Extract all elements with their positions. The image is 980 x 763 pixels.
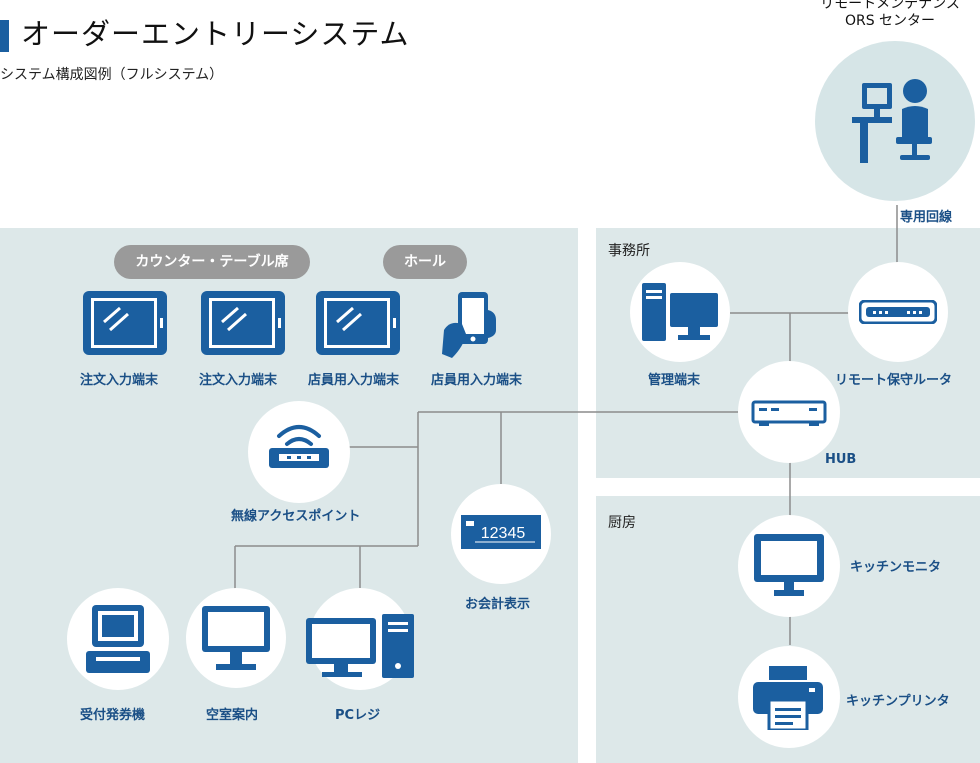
management-pc-icon bbox=[642, 283, 718, 341]
ticket-machine-icon bbox=[86, 605, 150, 673]
staff-terminal-2-label: 店員用入力端末 bbox=[431, 373, 523, 388]
bill-display-number: 12345 bbox=[481, 525, 526, 542]
ors-label-line2: ORS センター bbox=[844, 13, 936, 29]
operator-desk-icon bbox=[852, 79, 932, 163]
title-accent-bar bbox=[0, 20, 9, 52]
hub-label: HUB bbox=[825, 452, 857, 467]
remote-router-label: リモート保守ルータ bbox=[835, 373, 953, 388]
dedicated-line-label: 専用回線 bbox=[900, 210, 953, 225]
order-terminal-1-label: 注文入力端末 bbox=[80, 373, 159, 388]
bill-display-icon: 12345 bbox=[461, 515, 541, 549]
kitchen-printer-label: キッチンプリンタ bbox=[846, 694, 950, 709]
tablet-icon bbox=[83, 291, 167, 355]
handheld-device-icon bbox=[442, 292, 496, 358]
vacancy-guide-label: 空室案内 bbox=[206, 708, 259, 723]
hall-pill: ホール bbox=[383, 245, 467, 279]
ors-center-circle bbox=[815, 41, 975, 201]
order-terminal-2-label: 注文入力端末 bbox=[199, 373, 278, 388]
kitchen-monitor-icon bbox=[754, 534, 824, 596]
page-title: オーダーエントリーシステム bbox=[21, 17, 410, 51]
monitor-icon bbox=[202, 606, 270, 670]
hub-icon bbox=[751, 400, 827, 426]
page-subtitle: システム構成図例（フルシステム） bbox=[0, 67, 224, 83]
tablet-icon bbox=[316, 291, 400, 355]
bill-display-label: お会計表示 bbox=[465, 597, 531, 612]
ticket-machine-label: 受付発券機 bbox=[80, 708, 146, 723]
management-terminal-label: 管理端末 bbox=[648, 373, 701, 388]
office-label: 事務所 bbox=[608, 243, 650, 259]
tablet-icon bbox=[201, 291, 285, 355]
kitchen-label: 厨房 bbox=[608, 515, 636, 531]
router-icon bbox=[859, 300, 937, 324]
staff-terminal-1-label: 店員用入力端末 bbox=[308, 373, 400, 388]
pc-register-label: PCレジ bbox=[335, 708, 381, 723]
counter-table-pill: カウンター・テーブル席 bbox=[114, 245, 310, 279]
printer-icon bbox=[753, 666, 823, 730]
kitchen-monitor-label: キッチンモニタ bbox=[850, 560, 942, 575]
desktop-pc-icon bbox=[306, 614, 414, 678]
wireless-router-icon bbox=[269, 425, 329, 468]
ors-center-label: リモートメンテナンス ORS センター bbox=[800, 0, 980, 30]
wireless-ap-label: 無線アクセスポイント bbox=[231, 509, 361, 524]
ors-label-line1: リモートメンテナンス bbox=[820, 0, 960, 12]
